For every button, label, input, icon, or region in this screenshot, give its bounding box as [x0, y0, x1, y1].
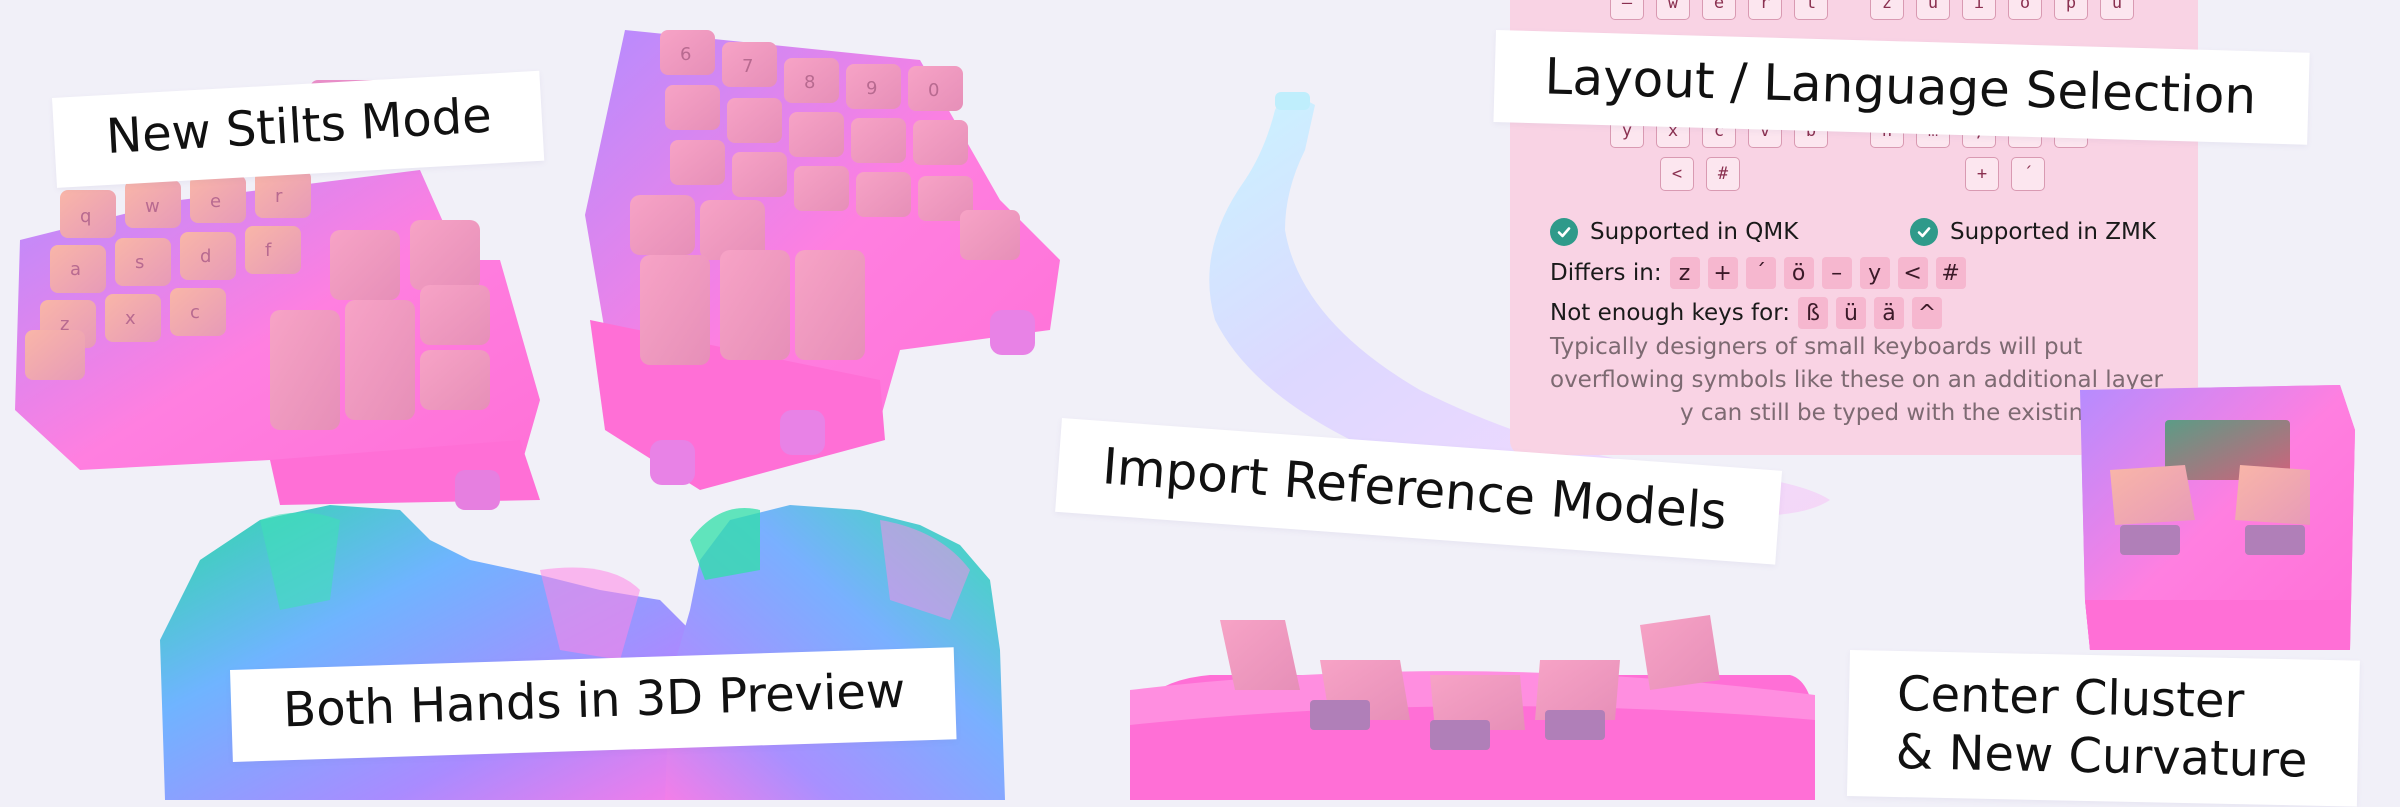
keycap-number-9: 9	[866, 78, 877, 99]
missing-key: ä	[1874, 297, 1904, 329]
key[interactable]: t	[1794, 0, 1828, 20]
key[interactable]: +	[1965, 157, 1999, 191]
differs-in-row: Differs in: z + ´ ö – y < #	[1550, 257, 1966, 289]
curvature-keyboard-model	[1130, 615, 1815, 800]
key[interactable]: ü	[2100, 0, 2134, 20]
key[interactable]: e	[1702, 0, 1736, 20]
qmk-support-label: Supported in QMK	[1590, 219, 1799, 245]
not-enough-keys-row: Not enough keys for: ß ü ä ^	[1550, 297, 1942, 329]
keycap-letter-z: z	[60, 314, 69, 335]
key-row-top-left: – w e r t	[1610, 0, 1828, 20]
keycap-letter-f: f	[265, 240, 272, 261]
differ-key: #	[1935, 257, 1966, 289]
keycap-letter-x: x	[125, 308, 136, 329]
key[interactable]: –	[1610, 0, 1644, 20]
missing-key: ß	[1798, 297, 1828, 329]
both-hands-label-text: Both Hands in 3D Preview	[282, 662, 906, 739]
qmk-support: Supported in QMK	[1550, 218, 1798, 246]
key-row-low-right: + ´	[1965, 157, 2045, 191]
key[interactable]: w	[1656, 0, 1690, 20]
not-enough-keys-label: Not enough keys for:	[1550, 300, 1790, 326]
differ-key: y	[1859, 257, 1890, 289]
differ-key: z	[1669, 257, 1700, 289]
center-cluster-label-line1: Center Cluster	[1896, 666, 2245, 730]
left-keyboard-model: q w e r a s d f z x c	[15, 80, 540, 510]
check-icon	[1910, 218, 1938, 246]
note-line-1: Typically designers of small keyboards w…	[1550, 334, 2083, 360]
keycap-number-0: 0	[928, 80, 939, 101]
missing-key: ^	[1912, 297, 1942, 329]
differ-key: +	[1707, 257, 1738, 289]
layout-language-panel: – w e r t z u i o p ü y x c v b n m , . …	[1510, 0, 2198, 455]
keycap-letter-w: w	[145, 196, 160, 217]
keycap-letter-c: c	[190, 302, 200, 323]
check-icon	[1550, 218, 1578, 246]
keycap-letter-q: q	[80, 206, 91, 227]
key-row-top-right: z u i o p ü	[1870, 0, 2134, 20]
key[interactable]: ´	[2011, 157, 2045, 191]
differ-key: –	[1821, 257, 1852, 289]
note-line-3: y can still be typed with the existing k…	[1680, 400, 2158, 426]
center-cluster-overlay	[2080, 385, 2355, 650]
key[interactable]: i	[1962, 0, 1996, 20]
zmk-support: Supported in ZMK	[1910, 218, 2156, 246]
key[interactable]: <	[1660, 157, 1694, 191]
center-cluster-label: Center Cluster & New Curvature	[1846, 650, 2360, 807]
differs-in-label: Differs in:	[1550, 260, 1662, 286]
keycap-letter-s: s	[135, 252, 144, 273]
center-cluster-label-line2: & New Curvature	[1895, 723, 2308, 789]
differ-key: <	[1897, 257, 1928, 289]
key[interactable]: u	[1916, 0, 1950, 20]
stilts-mode-label-text: New Stilts Mode	[104, 87, 494, 165]
keycap-number-7: 7	[742, 56, 753, 77]
keycap-number-8: 8	[804, 72, 815, 93]
keycap-letter-d: d	[200, 246, 211, 267]
differ-key: ö	[1783, 257, 1814, 289]
key-row-low-left: < #	[1660, 157, 1740, 191]
keycap-number-6: 6	[680, 44, 691, 65]
right-keyboard-model: 6 7 8 9 0	[585, 30, 1060, 490]
note-line-2: overflowing symbols like these on an add…	[1550, 367, 2164, 393]
key[interactable]: r	[1748, 0, 1782, 20]
layout-language-label-text: Layout / Language Selection	[1543, 47, 2257, 126]
missing-key: ü	[1836, 297, 1866, 329]
keycap-letter-a: a	[70, 259, 81, 280]
key[interactable]: p	[2054, 0, 2088, 20]
key[interactable]: #	[1706, 157, 1740, 191]
overflow-note: Typically designers of small keyboards w…	[1550, 331, 2163, 430]
key[interactable]: o	[2008, 0, 2042, 20]
zmk-support-label: Supported in ZMK	[1950, 219, 2156, 245]
key[interactable]: z	[1870, 0, 1904, 20]
banana-reference-model	[1209, 92, 1830, 516]
differ-key: ´	[1745, 257, 1776, 289]
keycap-letter-e: e	[210, 191, 221, 212]
keycap-letter-r: r	[275, 186, 283, 207]
